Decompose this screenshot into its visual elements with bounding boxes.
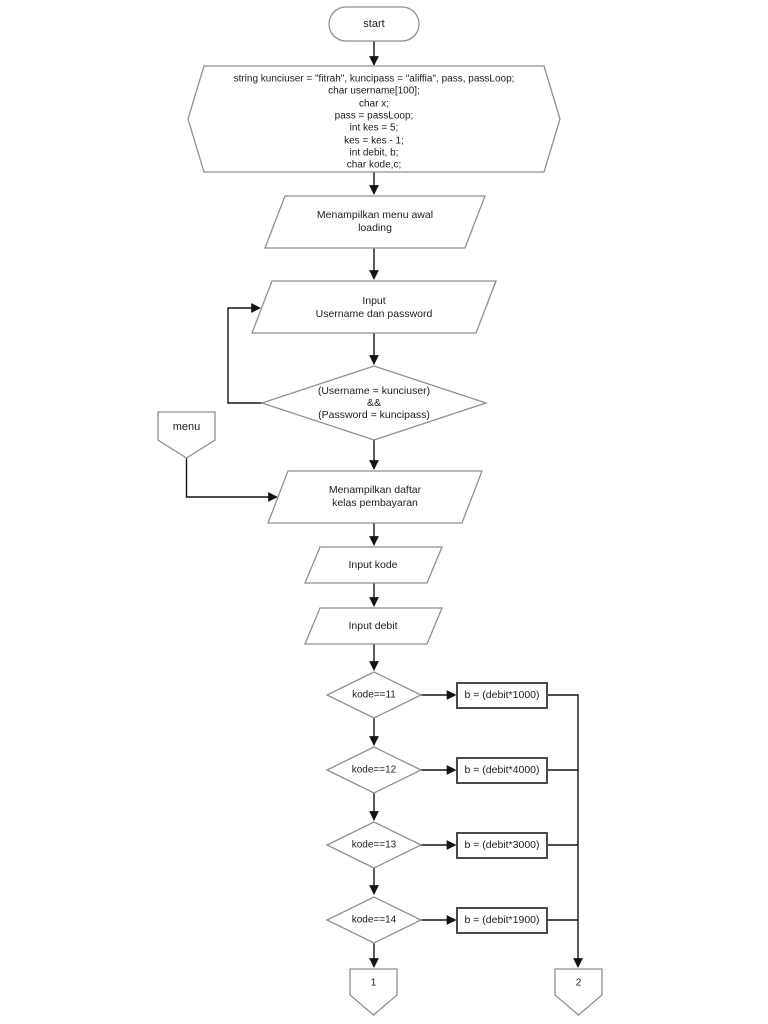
connector-authfail-loopback — [227, 303, 263, 404]
connector-collector-offpage2 — [547, 694, 583, 968]
branch-kode11: kode==11 b = (debit*1000) — [325, 671, 548, 719]
show-payment-list-shape — [267, 470, 483, 524]
show-menu-line1: Menampilkan menu awal — [317, 209, 433, 221]
show-payment-list-line2: kelas pembayaran — [332, 497, 418, 509]
input-credentials-line1: Input — [362, 295, 385, 307]
branch-kode12: kode==12 b = (debit*4000) — [325, 746, 548, 794]
kode13-process-shape — [456, 832, 548, 859]
offpage-1-label: 1 — [371, 978, 377, 989]
input-credentials-shape — [251, 280, 497, 334]
declarations-preparation: string kunciuser = "fitrah", kuncipass =… — [187, 65, 561, 173]
kode12-decision-shape — [325, 746, 423, 794]
declaration-line-1: char username[100]; — [328, 86, 420, 97]
declarations-shape — [187, 65, 561, 173]
offpage-connector-2: 2 — [554, 968, 603, 1016]
input-debit-io: Input debit — [304, 607, 443, 645]
auth-decision-line2: && — [367, 397, 381, 409]
show-payment-list-io: Menampilkan daftar kelas pembayaran — [267, 470, 483, 524]
kode11-condition-label: kode==11 — [352, 690, 396, 701]
offpage-connector-1: 1 — [349, 968, 398, 1016]
declaration-line-6: int debit, b; — [350, 148, 399, 159]
input-kode-shape — [304, 546, 443, 584]
input-kode-label: Input kode — [348, 559, 397, 571]
declaration-line-0: string kunciuser = "fitrah", kuncipass =… — [234, 74, 515, 85]
show-menu-io: Menampilkan menu awal loading — [264, 195, 486, 249]
kode13-action-label: b = (debit*3000) — [464, 839, 539, 851]
start-shape — [328, 6, 420, 42]
offpage-2-label: 2 — [576, 978, 582, 989]
kode11-decision-shape — [325, 671, 423, 719]
declaration-line-2: char x; — [359, 99, 389, 110]
kode11-process-shape — [456, 682, 548, 709]
input-credentials-line2: Username dan password — [316, 308, 433, 320]
declaration-line-3: pass = passLoop; — [335, 111, 414, 122]
kode12-action-label: b = (debit*4000) — [464, 764, 539, 776]
kode14-action-label: b = (debit*1900) — [464, 914, 539, 926]
auth-decision: (Username = kunciuser) && (Password = ku… — [259, 365, 489, 441]
kode13-condition-label: kode==13 — [352, 840, 397, 851]
input-credentials-io: Input Username dan password — [251, 280, 497, 334]
kode14-decision-shape — [325, 896, 423, 944]
kode14-process-shape — [456, 907, 548, 934]
declaration-line-7: char kode,c; — [347, 160, 401, 171]
branch-kode14: kode==14 b = (debit*1900) — [325, 896, 548, 944]
kode12-condition-label: kode==12 — [352, 765, 397, 776]
show-payment-list-line1: Menampilkan daftar — [329, 484, 422, 496]
connectors — [185, 41, 583, 968]
kode11-action-label: b = (debit*1000) — [464, 689, 539, 701]
connector-menu-paymentlist — [185, 458, 278, 502]
auth-decision-shape — [259, 365, 489, 441]
declaration-line-5: kes = kes - 1; — [344, 136, 404, 147]
offpage-2-shape — [554, 968, 603, 1016]
kode13-decision-shape — [325, 821, 423, 869]
show-menu-shape — [264, 195, 486, 249]
kode12-process-shape — [456, 757, 548, 784]
offpage-1-shape — [349, 968, 398, 1016]
input-debit-shape — [304, 607, 443, 645]
menu-offpage-connector: menu — [157, 411, 216, 459]
declaration-line-4: int kes = 5; — [350, 123, 399, 134]
auth-decision-line3: (Password = kuncipass) — [318, 409, 430, 421]
show-menu-line2: loading — [358, 222, 392, 234]
branch-kode13: kode==13 b = (debit*3000) — [325, 821, 548, 869]
input-kode-io: Input kode — [304, 546, 443, 584]
start-label: start — [363, 18, 384, 30]
start-terminator: start — [328, 6, 420, 42]
menu-connector-shape — [157, 411, 216, 459]
auth-decision-line1: (Username = kunciuser) — [318, 385, 430, 397]
kode14-condition-label: kode==14 — [352, 915, 397, 926]
input-debit-label: Input debit — [348, 620, 397, 632]
menu-connector-label: menu — [173, 421, 201, 433]
